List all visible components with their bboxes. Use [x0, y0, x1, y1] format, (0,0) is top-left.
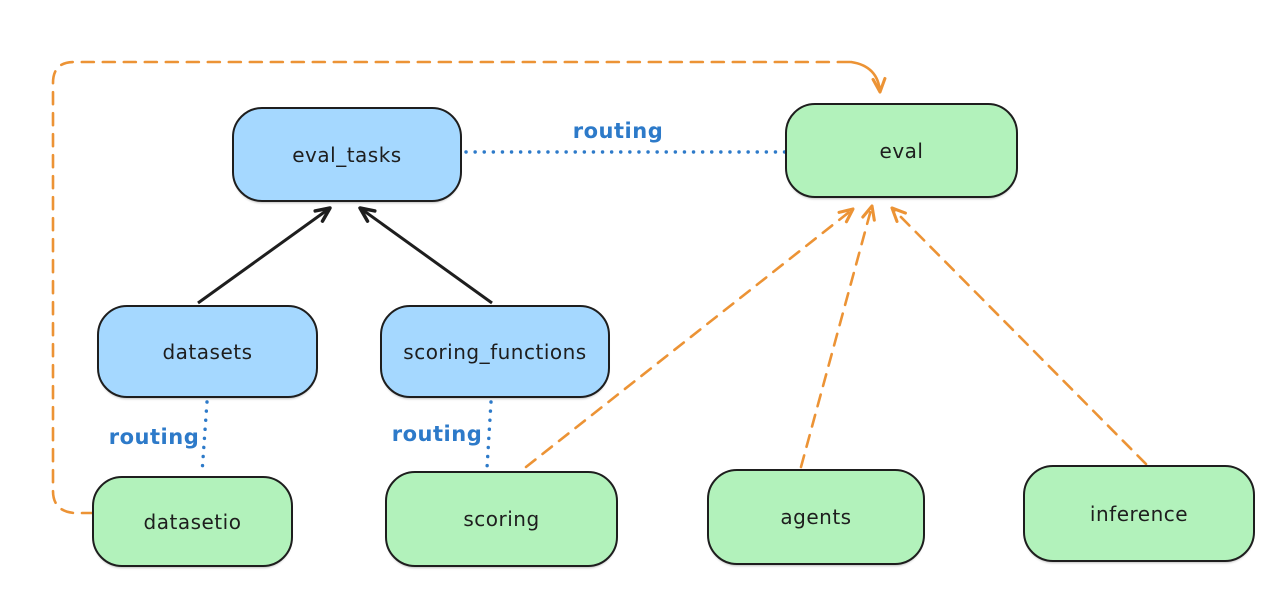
node-agents-label: agents: [780, 505, 852, 529]
node-scoring-functions-label: scoring_functions: [403, 339, 587, 364]
node-eval-tasks: eval_tasks: [232, 107, 462, 202]
node-inference-label: inference: [1089, 501, 1189, 526]
edge-scoring-eval: [524, 207, 855, 469]
node-scoring-functions: scoring_functions: [380, 305, 610, 398]
node-inference: inference: [1023, 465, 1255, 562]
edge-scoring-functions-eval-tasks: [358, 206, 493, 305]
edge-datasets-datasetio: [200, 400, 209, 475]
node-eval: eval: [785, 103, 1018, 198]
node-datasetio-label: datasetio: [143, 509, 242, 534]
edge-agents-eval: [799, 204, 876, 469]
edge-inference-eval: [890, 206, 1148, 466]
node-datasets: datasets: [97, 305, 318, 398]
edge-label-routing-mid: routing: [391, 422, 483, 446]
edge-datasetio-eval-head: [849, 60, 887, 94]
edge-scoring-functions-scoring: [485, 400, 493, 470]
edge-label-routing-top: routing: [572, 119, 664, 143]
node-eval-tasks-label: eval_tasks: [292, 142, 402, 167]
edge-datasets-eval-tasks: [197, 206, 332, 305]
edge-label-routing-left: routing: [108, 425, 200, 449]
node-datasets-label: datasets: [162, 339, 253, 364]
node-scoring: scoring: [385, 471, 618, 567]
node-agents: agents: [707, 469, 925, 565]
edge-datasetio-eval: [51, 60, 853, 515]
node-datasetio: datasetio: [92, 476, 293, 567]
node-scoring-label: scoring: [463, 507, 540, 531]
node-eval-label: eval: [879, 138, 924, 163]
